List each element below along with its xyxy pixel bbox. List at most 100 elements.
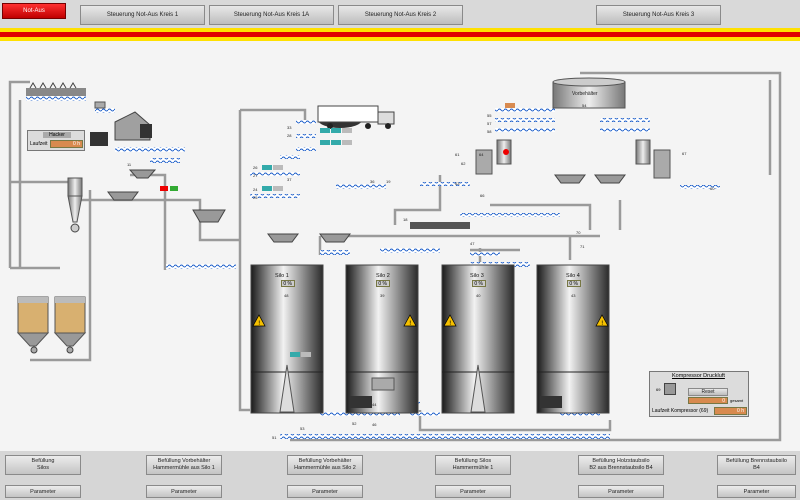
device-number: 63	[455, 181, 460, 186]
parameter-button[interactable]: Parameter	[435, 485, 511, 498]
emergency-stop-button[interactable]: Not-Aus	[2, 3, 66, 19]
button-line: Befüllung	[31, 458, 55, 464]
button-line: Befüllung Vorbehälter	[298, 458, 352, 464]
button-line: Silos	[37, 465, 49, 471]
screw-conveyor	[410, 222, 470, 229]
silo-3-id: 40	[476, 293, 481, 298]
device-number: 70	[576, 230, 581, 235]
silo-4-fill: 0 %	[567, 280, 581, 287]
cyclone-separator	[67, 177, 83, 233]
device-number: 46	[372, 422, 377, 427]
silo-bodies	[250, 264, 610, 414]
hacker-machine	[90, 111, 152, 146]
estop-circuit-3-button[interactable]: Steuerung Not-Aus Kreis 3	[596, 5, 721, 25]
status-blocks	[160, 103, 515, 357]
hammer-mill-1	[475, 139, 512, 175]
device-number: 58	[487, 129, 492, 134]
hacker-runtime-value: 0 h	[50, 140, 83, 148]
device-number: 64	[479, 152, 484, 157]
svg-text:!: !	[601, 320, 603, 327]
compressor-id: 69	[656, 387, 661, 392]
device-number: 37	[287, 177, 292, 182]
device-number: 27	[253, 173, 258, 178]
device-number: 18	[403, 217, 408, 222]
silo-2-fill: 0 %	[376, 280, 390, 287]
button-line: Befüllung Silos	[454, 458, 492, 464]
svg-text:!: !	[409, 320, 411, 327]
estop-circuit-1-button[interactable]: Steuerung Not-Aus Kreis 1	[80, 5, 205, 25]
parameter-button[interactable]: Parameter	[146, 485, 222, 498]
parameter-button[interactable]: Parameter	[717, 485, 796, 498]
button-line: Befüllung Brennstaubsilo	[726, 458, 787, 464]
hacker-runtime-label: Laufzeit	[30, 141, 48, 147]
estop-circuit-1a-button[interactable]: Steuerung Not-Aus Kreis 1A	[209, 5, 334, 25]
device-number: 71	[580, 244, 585, 249]
device-number: 19	[386, 179, 391, 184]
compressor-title: Kompressor Druckluft	[672, 373, 725, 379]
device-number: 51	[272, 435, 277, 440]
pre-tank-id: 54	[582, 103, 587, 108]
delivery-truck	[317, 105, 395, 129]
pre-tank	[552, 77, 626, 109]
wood-feeder	[26, 82, 106, 109]
parameter-button[interactable]: Parameter	[5, 485, 81, 498]
device-number: 67	[682, 151, 687, 156]
device-number: 52	[352, 421, 357, 426]
pipe-network: ! ! ! !	[8, 71, 782, 442]
filter-units	[16, 296, 87, 354]
silo-1-id: 48	[284, 293, 289, 298]
silo-1-label: Silo 1	[275, 273, 289, 279]
device-number: 11	[127, 162, 132, 167]
device-number: 26	[253, 165, 258, 170]
button-line: Befüllung Vorbehälter	[157, 458, 211, 464]
hacker-title: Hacker	[43, 132, 71, 138]
compressor-runtime-label: Laufzeit Kompressor (69)	[652, 408, 709, 414]
warning-stripe-yellow	[0, 28, 800, 32]
device-number: 62	[461, 161, 466, 166]
silo-3-fill: 0 %	[472, 280, 486, 287]
device-number: 66	[480, 193, 485, 198]
compressor-icon	[664, 383, 676, 395]
silo-2-label: Silo 2	[376, 273, 390, 279]
warning-stripe-red	[0, 32, 800, 37]
silo-4-label: Silo 4	[566, 273, 580, 279]
conveyors	[26, 96, 720, 439]
device-number: 60	[710, 186, 715, 191]
device-number: 36	[370, 179, 375, 184]
process-diagram: ! ! ! ! Hacker Laufzeit 0 h Vorbehälter …	[0, 41, 800, 451]
button-line: Hammermühle 1	[452, 465, 494, 471]
compressor-panel: Kompressor Druckluft 69 Reset 0 gesamt L…	[649, 371, 749, 417]
device-number: 28	[287, 133, 292, 138]
silo-1-fill: 0 %	[281, 280, 295, 287]
button-line: B4	[753, 465, 760, 471]
silo-3-label: Silo 3	[470, 273, 484, 279]
compressor-runtime-value: 0 h	[714, 407, 747, 415]
warning-icons: ! ! ! !	[252, 314, 609, 327]
hoppers	[107, 169, 626, 243]
device-number: 53	[300, 426, 305, 431]
parameter-button[interactable]: Parameter	[287, 485, 363, 498]
silo-4-id: 43	[571, 293, 576, 298]
device-number: 25	[253, 195, 258, 200]
top-toolbar: Not-Aus Steuerung Not-Aus Kreis 1 Steuer…	[0, 0, 800, 28]
compressor-total-value: 0	[688, 397, 728, 404]
compressor-total-label: gesamt	[730, 398, 744, 403]
estop-circuit-2-button[interactable]: Steuerung Not-Aus Kreis 2	[338, 5, 463, 25]
device-number: 47	[470, 241, 475, 246]
warning-stripe-yellow-lower	[0, 37, 800, 41]
device-number: 61	[455, 152, 460, 157]
button-line: Hammermühle aus Silo 1	[153, 465, 215, 471]
button-line: Befüllung Holzstaubsilo	[592, 458, 650, 464]
device-number: 44	[372, 402, 377, 407]
silo-2-id: 39	[380, 293, 385, 298]
svg-text:!: !	[449, 320, 451, 327]
compressor-reset-button[interactable]: Reset	[688, 388, 728, 396]
parameter-button[interactable]: Parameter	[578, 485, 664, 498]
